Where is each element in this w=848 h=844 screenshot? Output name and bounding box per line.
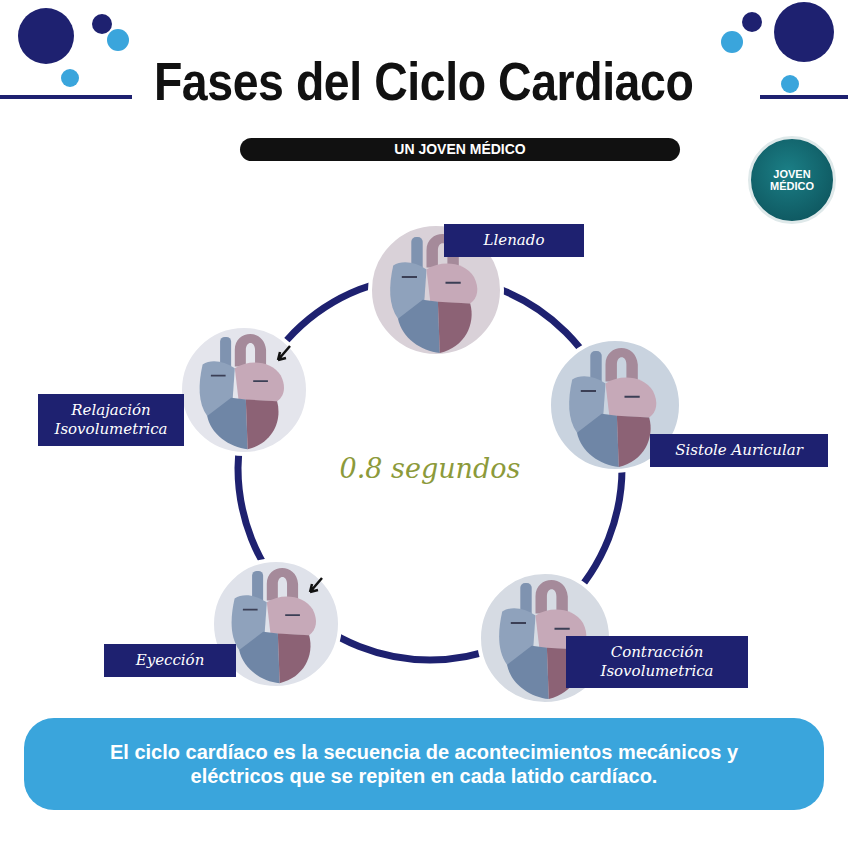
title-wrap: Fases del Ciclo Cardiaco: [0, 50, 848, 112]
phase-tab: Sistole Auricular: [650, 434, 828, 467]
logo-text: MÉDICO: [770, 180, 814, 192]
center-label: 0.8 segundos: [340, 453, 521, 484]
subtitle-bar: UN JOVEN MÉDICO: [240, 138, 680, 161]
phase-tab: Relajación Isovolumetrica: [38, 394, 184, 446]
caption-band: El ciclo cardíaco es la secuencia de aco…: [24, 718, 824, 810]
node-label: UN JOVEN MÉDICO: [250, 141, 670, 158]
node-label: Eyección: [116, 651, 224, 670]
phase-tab: Llenado: [444, 224, 584, 257]
node-label: Llenado: [456, 231, 572, 250]
phase-tab: Eyección: [104, 644, 236, 677]
caption-text: El ciclo cardíaco es la secuencia de aco…: [64, 740, 784, 788]
node-label: Sistole Auricular: [662, 441, 816, 460]
node-label: Contracción Isovolumetrica: [578, 643, 736, 681]
logo-text: JOVEN: [773, 168, 810, 180]
phase-tab: Contracción Isovolumetrica: [566, 636, 748, 688]
node-label: Relajación Isovolumetrica: [50, 401, 172, 439]
title: Fases del Ciclo Cardiaco: [149, 50, 699, 112]
logo-badge: JOVENMÉDICO: [748, 136, 836, 224]
